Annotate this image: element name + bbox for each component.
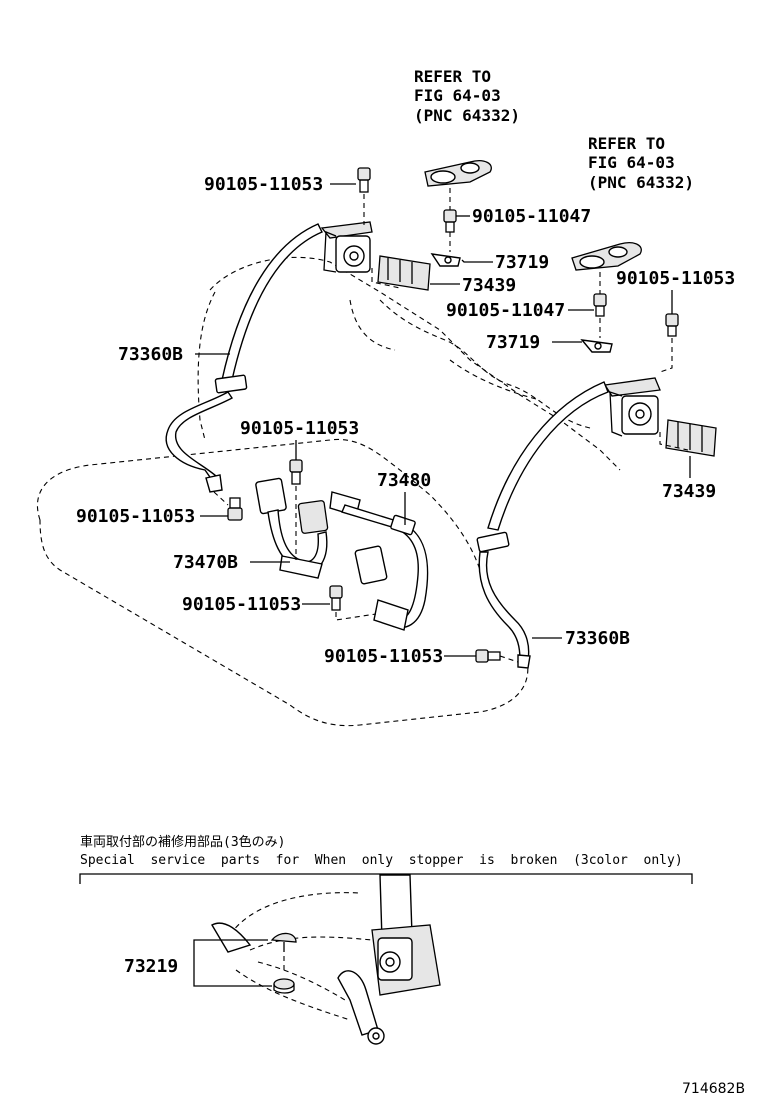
refer-left-line2: FIG 64-03	[414, 86, 501, 105]
right-bolt-upper-icon	[659, 313, 679, 373]
left-retractor[interactable]	[320, 221, 373, 273]
refer-right-line2: FIG 64-03	[588, 153, 675, 172]
right-pad[interactable]	[659, 419, 717, 457]
label-bolt-top-left[interactable]: 90105-11053	[204, 174, 323, 195]
center-bolt-lower-icon	[329, 585, 377, 621]
left-belt-webbing	[165, 223, 323, 506]
callout-refer-right: REFER TO FIG 64-03 (PNC 64332)	[588, 134, 694, 192]
label-bolt-left-lower[interactable]: 90105-11053	[76, 506, 195, 527]
center-cover-icon	[424, 160, 492, 210]
seat-outline	[36, 256, 621, 727]
label-bolt-bottom-center[interactable]: 90105-11053	[324, 646, 443, 667]
buckle-73470b[interactable]	[255, 477, 329, 579]
label-pad-right[interactable]: 73439	[662, 481, 716, 502]
buckle-73480[interactable]	[329, 491, 429, 631]
bottom-bolt-icon	[475, 649, 519, 663]
stopper-bracket	[193, 939, 272, 987]
label-clip-mid-center[interactable]: 73719	[486, 332, 540, 353]
right-center-clip-icon	[580, 339, 613, 353]
figure-id: 714682B	[682, 1081, 745, 1097]
label-buckle-left[interactable]: 73470B	[173, 552, 238, 573]
stopper-parts-icon	[270, 932, 297, 994]
label-bolt-top-center[interactable]: 90105-11047	[472, 206, 591, 227]
right-center-bolt-icon	[593, 293, 607, 338]
center-clip-upper-icon	[430, 253, 461, 267]
right-retractor[interactable]	[603, 377, 661, 437]
center-bolt-upper-icon	[443, 209, 457, 252]
leader-lines	[195, 183, 691, 657]
label-bolt-right-top[interactable]: 90105-11053	[616, 268, 735, 289]
refer-right-line3: (PNC 64332)	[588, 173, 694, 192]
label-belt-right[interactable]: 73360B	[565, 628, 630, 649]
service-note-bracket	[79, 873, 693, 884]
detail-inset	[211, 874, 441, 1045]
service-note-japanese: 車両取付部の補修用部品(3色のみ)	[80, 834, 285, 850]
left-pad[interactable]	[371, 255, 431, 291]
label-buckle-right[interactable]: 73480	[377, 470, 431, 491]
right-belt-webbing	[476, 381, 609, 669]
label-bolt-mid-center[interactable]: 90105-11047	[446, 300, 565, 321]
label-bolt-center-upper[interactable]: 90105-11053	[240, 418, 359, 439]
left-bolt-lower-icon	[227, 497, 243, 521]
label-clip-top-center[interactable]: 73719	[495, 252, 549, 273]
callout-refer-left: REFER TO FIG 64-03 (PNC 64332)	[414, 67, 520, 125]
label-pad-left[interactable]: 73439	[462, 275, 516, 296]
service-note-english: Special service parts for When only stop…	[80, 853, 683, 868]
left-bolt-upper-icon	[357, 167, 371, 225]
right-cover-icon	[571, 242, 642, 294]
label-stopper-part[interactable]: 73219	[124, 956, 178, 977]
refer-right-line1: REFER TO	[588, 134, 665, 153]
label-belt-left[interactable]: 73360B	[118, 344, 183, 365]
refer-left-line1: REFER TO	[414, 67, 491, 86]
refer-left-line3: (PNC 64332)	[414, 106, 520, 125]
label-bolt-center-lower[interactable]: 90105-11053	[182, 594, 301, 615]
